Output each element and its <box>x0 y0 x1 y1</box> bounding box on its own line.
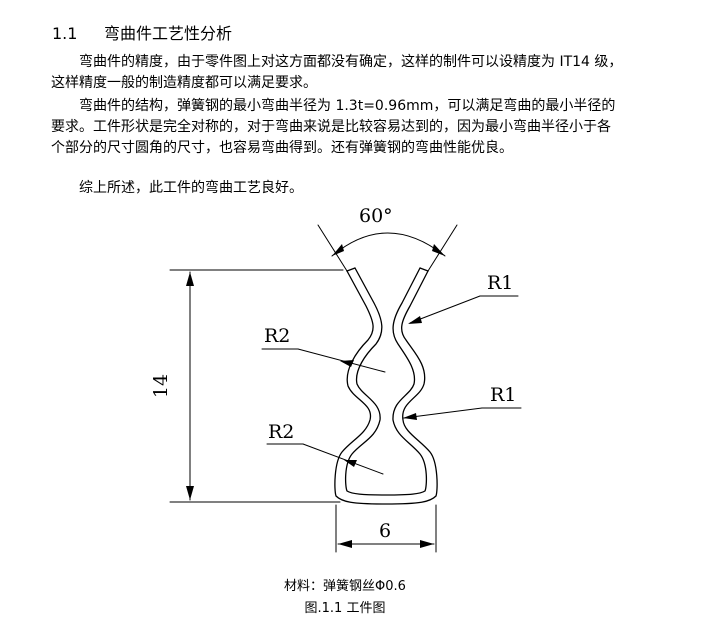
r1-lower-label: R1 <box>490 384 516 406</box>
r2-lower-arrow <box>344 460 357 467</box>
part-outline-inner <box>344 267 428 496</box>
figure-caption: 图.1.1 工件图 <box>304 601 386 616</box>
height-arrow-top <box>186 272 194 286</box>
r2-lower-leader <box>302 443 384 475</box>
height-arrow-bottom <box>186 486 194 500</box>
r1-top-arrow <box>408 316 422 324</box>
angle-arrow-right <box>432 244 445 256</box>
paragraph-conclusion: 综上所述，此工件的弯曲工艺良好。 <box>79 180 303 196</box>
width-arrow-left <box>338 540 352 548</box>
r1-top-leader <box>409 295 481 324</box>
part-outline-outer <box>334 270 438 505</box>
angle-arrow-left <box>332 244 344 256</box>
section-heading: 1.1 弯曲件工艺性分析 <box>52 20 232 44</box>
width-arrow-right <box>420 540 434 548</box>
material-note: 材料：弹簧钢丝Φ0.6 <box>284 579 406 594</box>
r2-upper-leader <box>297 348 386 373</box>
height-label: 14 <box>150 374 172 398</box>
angle-extension-left <box>317 224 348 272</box>
width-label: 6 <box>379 520 391 542</box>
r2-upper-label: R2 <box>264 325 290 347</box>
r1-lower-arrow <box>403 413 417 420</box>
wire-end-left <box>346 267 356 272</box>
section-number: 1.1 <box>52 24 78 43</box>
wire-end-right <box>419 267 429 272</box>
paragraph-structure: 弯曲件的结构，弹簧钢的最小弯曲半径为 1.3t=0.96mm，可以满足弯曲的最小… <box>51 98 616 156</box>
angle-arc <box>331 232 446 257</box>
angle-extension-right <box>427 224 458 272</box>
paragraph-precision: 弯曲件的精度，由于零件图上对这方面都没有确定，这样的制件可以设精度为 IT14 … <box>51 54 623 91</box>
r2-upper-arrow <box>340 360 354 367</box>
r1-lower-leader <box>403 407 483 419</box>
section-title: 弯曲件工艺性分析 <box>104 24 233 43</box>
r1-top-label: R1 <box>487 272 513 294</box>
r2-lower-label: R2 <box>268 421 294 443</box>
angle-label: 60° <box>359 205 393 227</box>
